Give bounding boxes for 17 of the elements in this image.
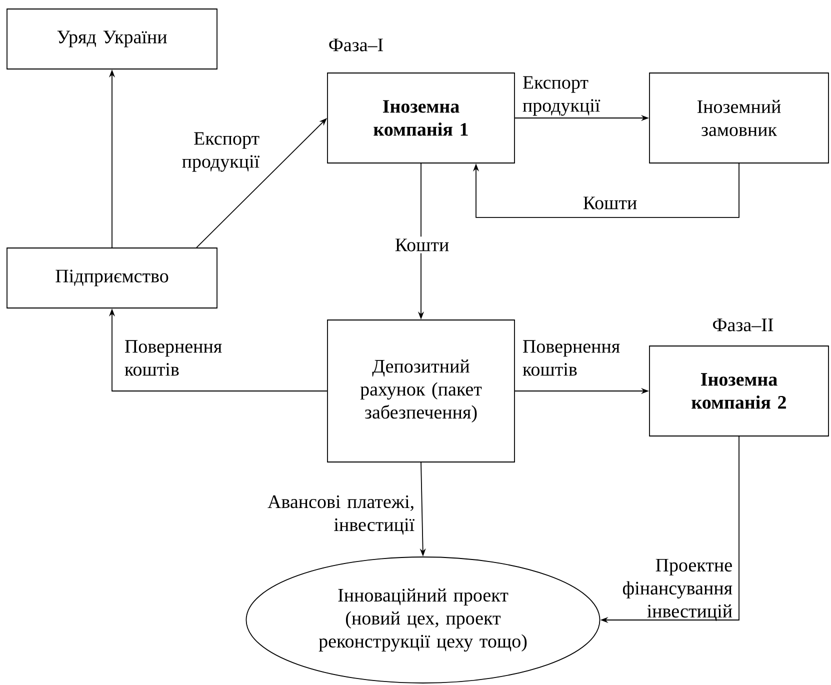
phase-label: Фаза–II bbox=[713, 318, 774, 332]
process-box: Депозитний рахунок (пакет забезпечення) bbox=[327, 320, 515, 462]
process-box: Іноземний замовник bbox=[649, 72, 829, 164]
edge-label: Повернення коштів bbox=[522, 340, 620, 376]
edge-label: Експорт продукції bbox=[522, 76, 600, 116]
arrow bbox=[472, 163, 740, 218]
process-box: Іноземна компанія 1 bbox=[327, 72, 515, 164]
edge-label: Авансові платежі, інвестиції bbox=[268, 495, 414, 535]
edge-label: Кошти bbox=[392, 236, 452, 254]
phase-label: Фаза–I bbox=[329, 38, 383, 52]
process-box: Уряд України bbox=[6, 8, 218, 70]
edge-label: Проектне фінансування інвестицій bbox=[622, 558, 732, 622]
edge-label: Повернення коштів bbox=[124, 340, 222, 376]
process-box: Іноземна компанія 2 bbox=[649, 346, 829, 436]
edge-label: Експорт продукції bbox=[182, 132, 260, 172]
process-box: Підприємство bbox=[6, 248, 218, 308]
edge-label: Кошти bbox=[583, 196, 637, 210]
